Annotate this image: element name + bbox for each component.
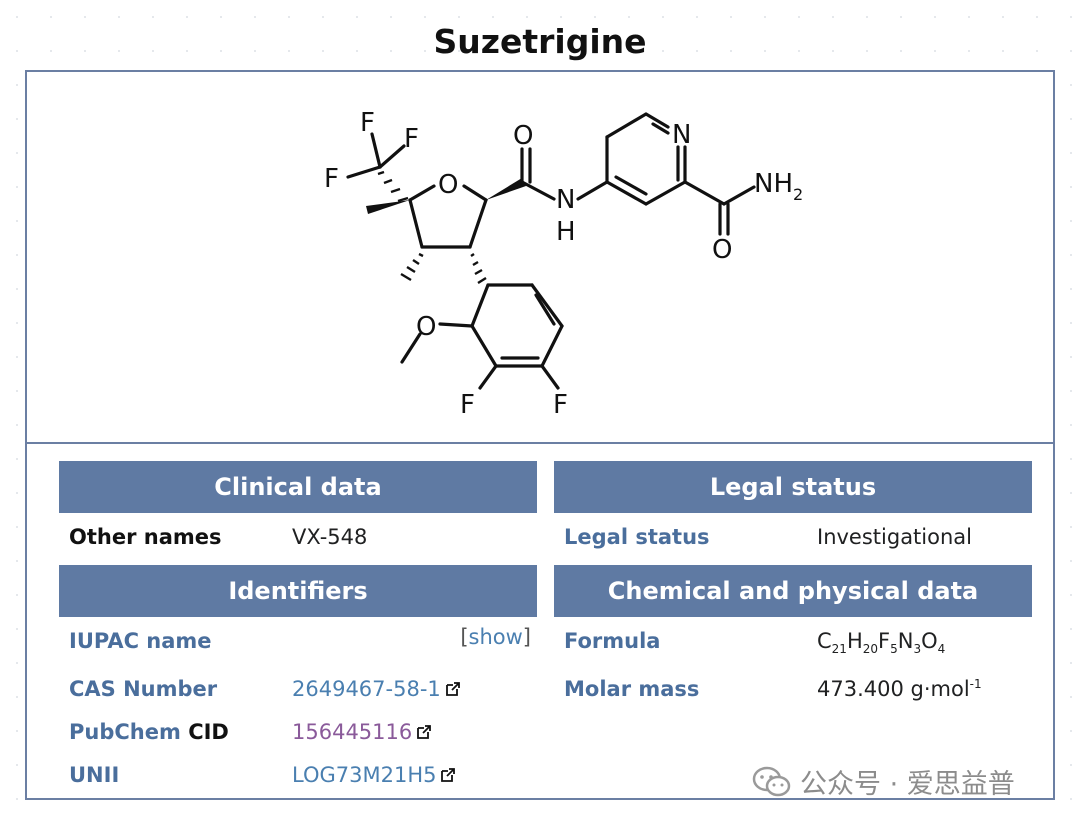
atom-o-carboxamide: O: [712, 235, 732, 265]
structure-image: F F F O O N H N NH2 O O F F: [27, 72, 1053, 444]
wechat-watermark: 公众号 · 爱思益普: [752, 762, 1015, 801]
atom-f5: F: [553, 390, 568, 420]
external-link-icon: [417, 725, 432, 739]
iupac-show-toggle: [show]: [460, 625, 531, 649]
unii-row: UNII LOG73M21H5: [59, 755, 537, 798]
other-names-label: Other names: [69, 525, 222, 549]
cas-value-link[interactable]: 2649467-58-1: [292, 677, 461, 701]
formula-row: Formula C21H20F5N3O4: [554, 617, 1032, 669]
atom-o-ring: O: [438, 170, 458, 200]
other-names-row: Other names VX-548: [59, 513, 537, 565]
iupac-row: IUPAC name [show]: [59, 617, 537, 669]
chemical-physical-header: Chemical and physical data: [554, 565, 1032, 617]
unii-link[interactable]: UNII: [69, 763, 120, 787]
pubchem-row: PubChem CID 156445116: [59, 712, 537, 755]
left-column: Clinical data Other names VX-548 Identif…: [59, 461, 537, 798]
wechat-icon: [752, 766, 791, 796]
clinical-data-header: Clinical data: [59, 461, 537, 513]
atom-f4: F: [460, 390, 475, 420]
molar-mass-row: Molar mass 473.400 g·mol-1: [554, 669, 1032, 712]
atom-n-pyridine: N: [672, 120, 691, 150]
iupac-name-link[interactable]: IUPAC name: [69, 629, 212, 653]
other-names-value: VX-548: [292, 525, 368, 549]
atom-f1: F: [360, 108, 375, 138]
cas-row: CAS Number 2649467-58-1: [59, 669, 537, 712]
chemical-structure-diagram: F F F O O N H N NH2 O O F F: [324, 108, 803, 420]
molar-mass-link[interactable]: Molar mass: [564, 677, 700, 701]
watermark-text: 公众号 · 爱思益普: [800, 769, 1015, 800]
pubchem-cid-label[interactable]: PubChem CID: [69, 720, 229, 744]
unii-value-link[interactable]: LOG73M21H5: [292, 763, 456, 787]
atom-n-amide: N: [556, 185, 575, 215]
atom-nh2: NH2: [754, 169, 803, 204]
external-link-icon: [441, 768, 456, 782]
legal-status-header: Legal status: [554, 461, 1032, 513]
formula-value: C21H20F5N3O4: [817, 629, 946, 657]
atom-f3: F: [324, 164, 339, 194]
atom-f2: F: [404, 124, 419, 154]
molar-mass-value: 473.400 g·mol-1: [817, 677, 982, 701]
formula-link[interactable]: Formula: [564, 629, 661, 653]
right-column: Legal status Legal status Investigationa…: [554, 461, 1032, 712]
cas-number-link[interactable]: CAS Number: [69, 677, 218, 701]
pubchem-value-link[interactable]: 156445116: [292, 720, 432, 744]
atom-o-methoxy: O: [416, 312, 436, 342]
drug-infobox: F F F O O N H N NH2 O O F F Clinical dat…: [25, 70, 1055, 800]
legal-status-row: Legal status Investigational: [554, 513, 1032, 565]
legal-status-value: Investigational: [817, 525, 972, 549]
page-title: Suzetrigine: [433, 22, 647, 61]
atom-o-amide: O: [513, 121, 533, 151]
external-link-icon: [445, 682, 460, 696]
atom-h-amide: H: [556, 217, 576, 247]
identifiers-header: Identifiers: [59, 565, 537, 617]
show-link[interactable]: show: [468, 625, 523, 649]
legal-status-link[interactable]: Legal status: [564, 525, 710, 549]
